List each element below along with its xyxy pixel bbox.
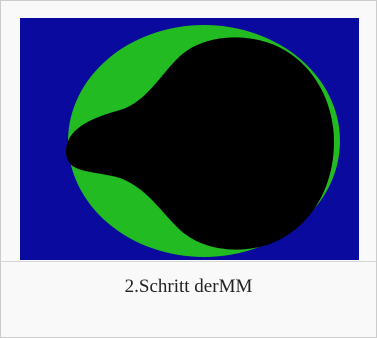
figure-image-container[interactable] [1,1,376,262]
mandelbrot-iteration-image[interactable] [20,18,359,260]
figure-caption: 2.Schritt derMM [1,275,376,299]
